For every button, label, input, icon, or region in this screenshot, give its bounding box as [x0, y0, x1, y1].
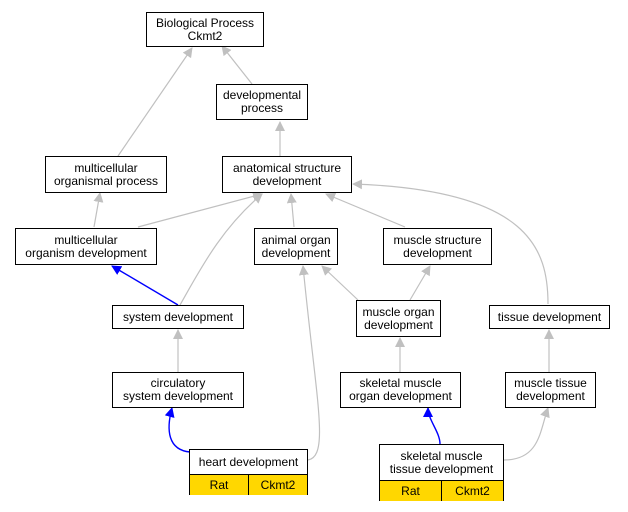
node-circulatory-system-development[interactable]: circulatory system development [112, 372, 244, 408]
node-animal-organ-development[interactable]: animal organ development [254, 228, 338, 265]
heart-development-tag-species: Rat [190, 475, 248, 495]
edge-skeletal-tissue-to-muscle-tissue [503, 407, 550, 461]
edge-organismal-to-biological [117, 47, 193, 157]
skeletal-muscle-tissue-development-tags: Rat Ckmt2 [380, 481, 503, 501]
edge-muscle-organ-to-animal-organ [321, 265, 359, 301]
edge-system-to-organism-dev [111, 265, 179, 306]
edge-animal-organ-to-anatomical [286, 193, 297, 228]
edge-tissue-to-anatomical [352, 179, 549, 305]
node-multicellular-organismal-process[interactable]: multicellular organismal process [45, 156, 167, 193]
skeletal-muscle-tissue-development-tag-species: Rat [380, 481, 441, 501]
node-system-development[interactable]: system development [112, 305, 244, 329]
edge-muscle-organ-to-muscle-structure [409, 265, 431, 301]
skeletal-muscle-tissue-development-tag-gene: Ckmt2 [441, 481, 503, 501]
node-tissue-development[interactable]: tissue development [489, 305, 610, 329]
node-multicellular-organism-development[interactable]: multicellular organism development [15, 228, 157, 265]
node-heart-development[interactable]: heart development Rat Ckmt2 [189, 449, 308, 495]
node-skeletal-muscle-tissue-development[interactable]: skeletal muscle tissue development Rat C… [379, 444, 504, 501]
edge-system-to-anatomical [179, 193, 263, 306]
node-anatomical-structure-development[interactable]: anatomical structure development [222, 156, 352, 193]
node-muscle-tissue-development[interactable]: muscle tissue development [505, 372, 596, 408]
edge-organism-dev-to-organismal [93, 192, 104, 228]
heart-development-label: heart development [190, 450, 307, 475]
edge-skeletal-tissue-to-skeletal-organ [423, 407, 441, 445]
node-muscle-organ-development[interactable]: muscle organ development [356, 300, 441, 337]
edge-muscle-structure-to-anatomical [325, 192, 406, 228]
heart-development-tags: Rat Ckmt2 [190, 475, 307, 495]
node-biological-process[interactable]: Biological Process Ckmt2 [146, 12, 264, 47]
node-developmental-process[interactable]: developmental process [216, 84, 308, 120]
edge-heart-to-animal-organ [298, 265, 321, 461]
edge-developmental-to-biological [221, 45, 253, 85]
skeletal-muscle-tissue-development-label: skeletal muscle tissue development [380, 445, 503, 481]
edge-organism-dev-to-anatomical [137, 191, 263, 228]
heart-development-tag-gene: Ckmt2 [248, 475, 307, 495]
node-muscle-structure-development[interactable]: muscle structure development [383, 228, 492, 265]
edge-heart-to-circulatory [164, 407, 191, 453]
node-skeletal-muscle-organ-development[interactable]: skeletal muscle organ development [340, 372, 461, 408]
